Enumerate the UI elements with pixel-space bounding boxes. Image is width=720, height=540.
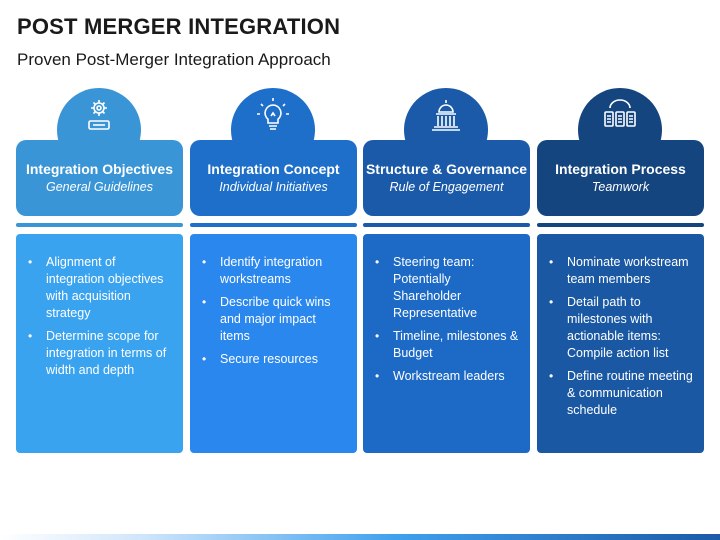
column-title: Integration Concept <box>207 161 340 177</box>
bullet-item: Secure resources <box>200 351 349 368</box>
bullet-item: Detail path to milestones with actionabl… <box>547 294 696 362</box>
column-divider <box>537 223 704 227</box>
column-subtitle: General Guidelines <box>45 180 153 194</box>
column-subtitle: Rule of Engagement <box>389 180 504 194</box>
column-title: Integration Process <box>555 161 686 177</box>
column-subtitle: Individual Initiatives <box>219 180 328 194</box>
bullet-item: Steering team: Potentially Shareholder R… <box>373 254 522 322</box>
column-header: Integration Process Teamwork <box>537 140 704 216</box>
bullet-item: Identify integration workstreams <box>200 254 349 288</box>
column-header: Structure & Governance Rule of Engagemen… <box>363 140 530 216</box>
slide-title: POST MERGER INTEGRATION <box>17 14 341 39</box>
gear-hand-icon <box>88 100 110 130</box>
bullet-item: Workstream leaders <box>373 368 522 385</box>
bullet-item: Determine scope for integration in terms… <box>26 328 175 379</box>
bullet-list: Steering team: Potentially Shareholder R… <box>373 254 522 385</box>
bullet-item: Nominate workstream team members <box>547 254 696 288</box>
bullet-list: Identify integration workstreams Describ… <box>200 254 349 368</box>
column-divider <box>190 223 357 227</box>
column-title: Integration Objectives <box>25 161 174 177</box>
slide-subtitle: Proven Post-Merger Integration Approach <box>17 50 331 69</box>
column-structure-governance: Structure & Governance Rule of Engagemen… <box>363 88 530 453</box>
column-body: Identify integration workstreams Describ… <box>190 234 357 453</box>
column-integration-process: Integration Process Teamwork Nominate wo… <box>537 88 704 453</box>
bullet-item: Alignment of integration objectives with… <box>26 254 175 322</box>
column-header: Integration Concept Individual Initiativ… <box>190 140 357 216</box>
column-divider <box>16 223 183 227</box>
column-header: Integration Objectives General Guideline… <box>16 140 183 216</box>
column-body: Steering team: Potentially Shareholder R… <box>363 234 530 453</box>
capitol-building-icon <box>432 100 460 131</box>
column-title: Structure & Governance <box>365 161 528 177</box>
bullet-list: Alignment of integration objectives with… <box>26 254 175 379</box>
team-network-icon <box>604 99 636 127</box>
column-integration-objectives: Integration Objectives General Guideline… <box>16 88 183 453</box>
column-body: Nominate workstream team members Detail … <box>537 234 704 453</box>
column-integration-concept: Integration Concept Individual Initiativ… <box>190 88 357 453</box>
bullet-list: Nominate workstream team members Detail … <box>547 254 696 419</box>
column-body: Alignment of integration objectives with… <box>16 234 183 453</box>
footer-gradient-bar <box>0 534 720 540</box>
column-divider <box>363 223 530 227</box>
bullet-item: Describe quick wins and major impact ite… <box>200 294 349 345</box>
column-subtitle: Teamwork <box>591 180 650 194</box>
lightbulb-icon <box>257 98 289 130</box>
bullet-item: Define routine meeting & communication s… <box>547 368 696 419</box>
bullet-item: Timeline, milestones & Budget <box>373 328 522 362</box>
